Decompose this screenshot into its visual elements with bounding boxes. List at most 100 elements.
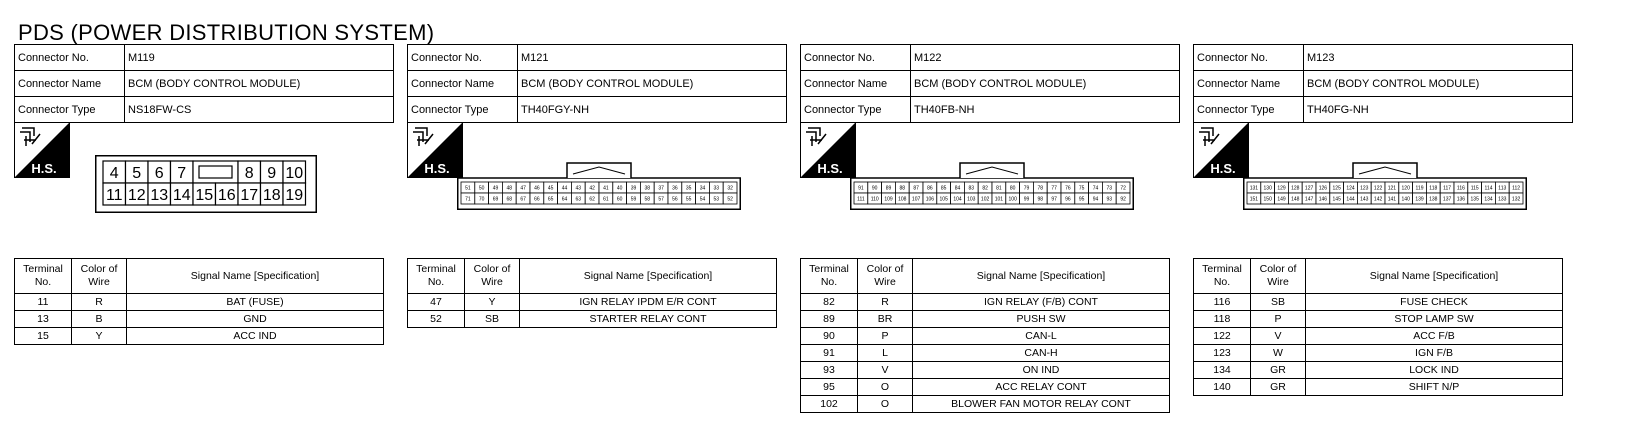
pin-label: 101 [995, 197, 1004, 203]
pin-label: 65 [548, 197, 554, 203]
connector-no-label: Connector No. [407, 44, 518, 71]
signal-name-cell: GND [126, 310, 384, 328]
pin-label: 68 [507, 197, 513, 203]
wire-color-cell: BR [857, 310, 913, 328]
terminal-no-cell: 82 [800, 293, 858, 311]
pin-label: 64 [562, 197, 568, 203]
pin-label: 104 [953, 197, 962, 203]
terminal-table-m123: Terminal No. Color of Wire Signal Name [… [1193, 258, 1563, 396]
terminal-no-cell: 89 [800, 310, 858, 328]
pin-label: 113 [1498, 186, 1506, 192]
pin-label: 46 [534, 186, 540, 192]
pin-label: 55 [686, 197, 692, 203]
connector-name-label: Connector Name [800, 70, 911, 97]
pin-label: 54 [700, 197, 706, 203]
pin-label: 135 [1471, 197, 1480, 203]
terminal-no-cell: 123 [1193, 344, 1251, 362]
pin-cell [722, 192, 738, 205]
pin-label: 131 [1250, 186, 1259, 192]
terminal-no-header: Terminal No. [407, 258, 465, 294]
signal-name-header: Signal Name [Specification] [912, 258, 1170, 294]
connector-type-label: Connector Type [14, 96, 125, 123]
pin-label: 81 [996, 186, 1002, 192]
wire-color-cell: P [857, 327, 913, 345]
wire-color-cell: P [1250, 310, 1306, 328]
pin-label: 142 [1374, 197, 1383, 203]
pin-label: 98 [1038, 197, 1044, 203]
pin-label: 5 [132, 165, 141, 182]
pin-label: 144 [1346, 197, 1355, 203]
wire-color-cell: O [857, 395, 913, 413]
pin-label: 100 [1009, 197, 1018, 203]
wire-color-cell: Y [464, 293, 520, 311]
pin-label: 56 [672, 197, 678, 203]
terminal-no-cell: 90 [800, 327, 858, 345]
pin-label: 117 [1443, 186, 1451, 192]
pin-label: 143 [1360, 197, 1369, 203]
connector-name-label: Connector Name [1193, 70, 1304, 97]
pin-label: 52 [727, 197, 733, 203]
pin-label: 57 [658, 197, 664, 203]
pin-label: 32 [727, 186, 733, 192]
terminal-no-cell: 95 [800, 378, 858, 396]
pin-label: 59 [631, 197, 637, 203]
pin-label: 87 [913, 186, 919, 192]
signal-name-cell: IGN RELAY (F/B) CONT [912, 293, 1170, 311]
harness-side-icon: H.S. [407, 122, 463, 178]
pin-label: 95 [1079, 197, 1085, 203]
pin-label: 145 [1333, 197, 1342, 203]
pin-label: 86 [927, 186, 933, 192]
connector-no-value: M122 [910, 44, 1180, 71]
pin-label: 132 [1512, 197, 1521, 203]
pin-label: 42 [589, 186, 595, 192]
signal-name-header: Signal Name [Specification] [126, 258, 384, 294]
terminal-no-cell: 140 [1193, 378, 1251, 396]
wire-color-cell: V [857, 361, 913, 379]
color-of-wire-header: Color of Wire [857, 258, 913, 294]
terminal-table-m122: Terminal No. Color of Wire Signal Name [… [800, 258, 1170, 413]
pin-label: 35 [686, 186, 692, 192]
terminal-no-header: Terminal No. [800, 258, 858, 294]
pin-label: 37 [658, 186, 664, 192]
pin-label: 92 [1120, 197, 1126, 203]
pin-label: 106 [926, 197, 935, 203]
pin-label: 49 [493, 186, 499, 192]
color-of-wire-header: Color of Wire [71, 258, 127, 294]
pin-label: 60 [617, 197, 623, 203]
terminal-no-cell: 15 [14, 327, 72, 345]
pin-label: 18 [263, 187, 281, 204]
signal-name-header: Signal Name [Specification] [1305, 258, 1563, 294]
connector-name-value: BCM (BODY CONTROL MODULE) [124, 70, 394, 97]
pin-label: 13 [150, 187, 168, 204]
pin-label: 103 [967, 197, 976, 203]
pin-label: 124 [1346, 186, 1355, 192]
key-slot-inner [198, 165, 233, 179]
pin-label: 109 [884, 197, 893, 203]
pin-label: 137 [1443, 197, 1452, 203]
pin-label: 11 [106, 187, 123, 204]
pin-label: 149 [1277, 197, 1286, 203]
connector-latch [566, 162, 632, 178]
wire-color-cell: SB [464, 310, 520, 328]
hs-label: H.S. [424, 161, 449, 176]
pin-label: 108 [898, 197, 907, 203]
pin-label: 110 [871, 197, 879, 203]
connector-latch-mark [1358, 166, 1412, 175]
signal-name-cell: CAN-H [912, 344, 1170, 362]
pin-label: 41 [603, 186, 609, 192]
terminal-no-header: Terminal No. [14, 258, 72, 294]
pin-label: 127 [1305, 186, 1314, 192]
pin-label: 147 [1305, 197, 1314, 203]
pin-label: 116 [1457, 186, 1465, 192]
